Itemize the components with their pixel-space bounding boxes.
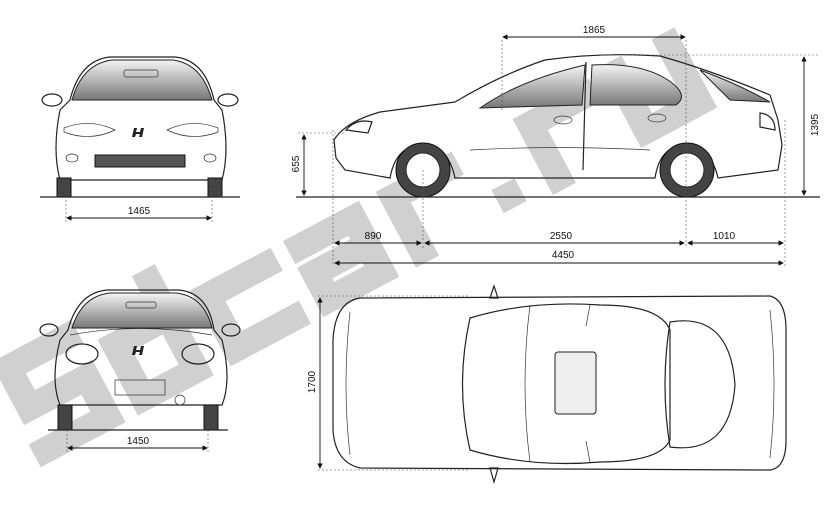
rear-view: 1450: [39, 289, 241, 452]
headlight-height-label: 655: [291, 155, 302, 172]
rear-width-label: 1450: [127, 436, 150, 447]
front-view: 1465: [40, 56, 240, 222]
side-view: 1865 1395 655 890 2550 1010 4450: [291, 25, 821, 266]
front-overhang-label: 890: [365, 231, 382, 242]
brand-logo-icon: [132, 128, 144, 137]
top-view: 1700: [307, 284, 787, 485]
height-label: 1395: [810, 113, 821, 136]
rear-brand-logo-icon: [132, 346, 144, 355]
overall-width-label: 1700: [307, 370, 318, 393]
cabin-length-label: 1865: [583, 25, 606, 36]
rear-overhang-label: 1010: [713, 231, 736, 242]
overall-length-label: 4450: [552, 250, 575, 261]
front-width-label: 1465: [128, 206, 151, 217]
wheelbase-label: 2550: [550, 231, 573, 242]
